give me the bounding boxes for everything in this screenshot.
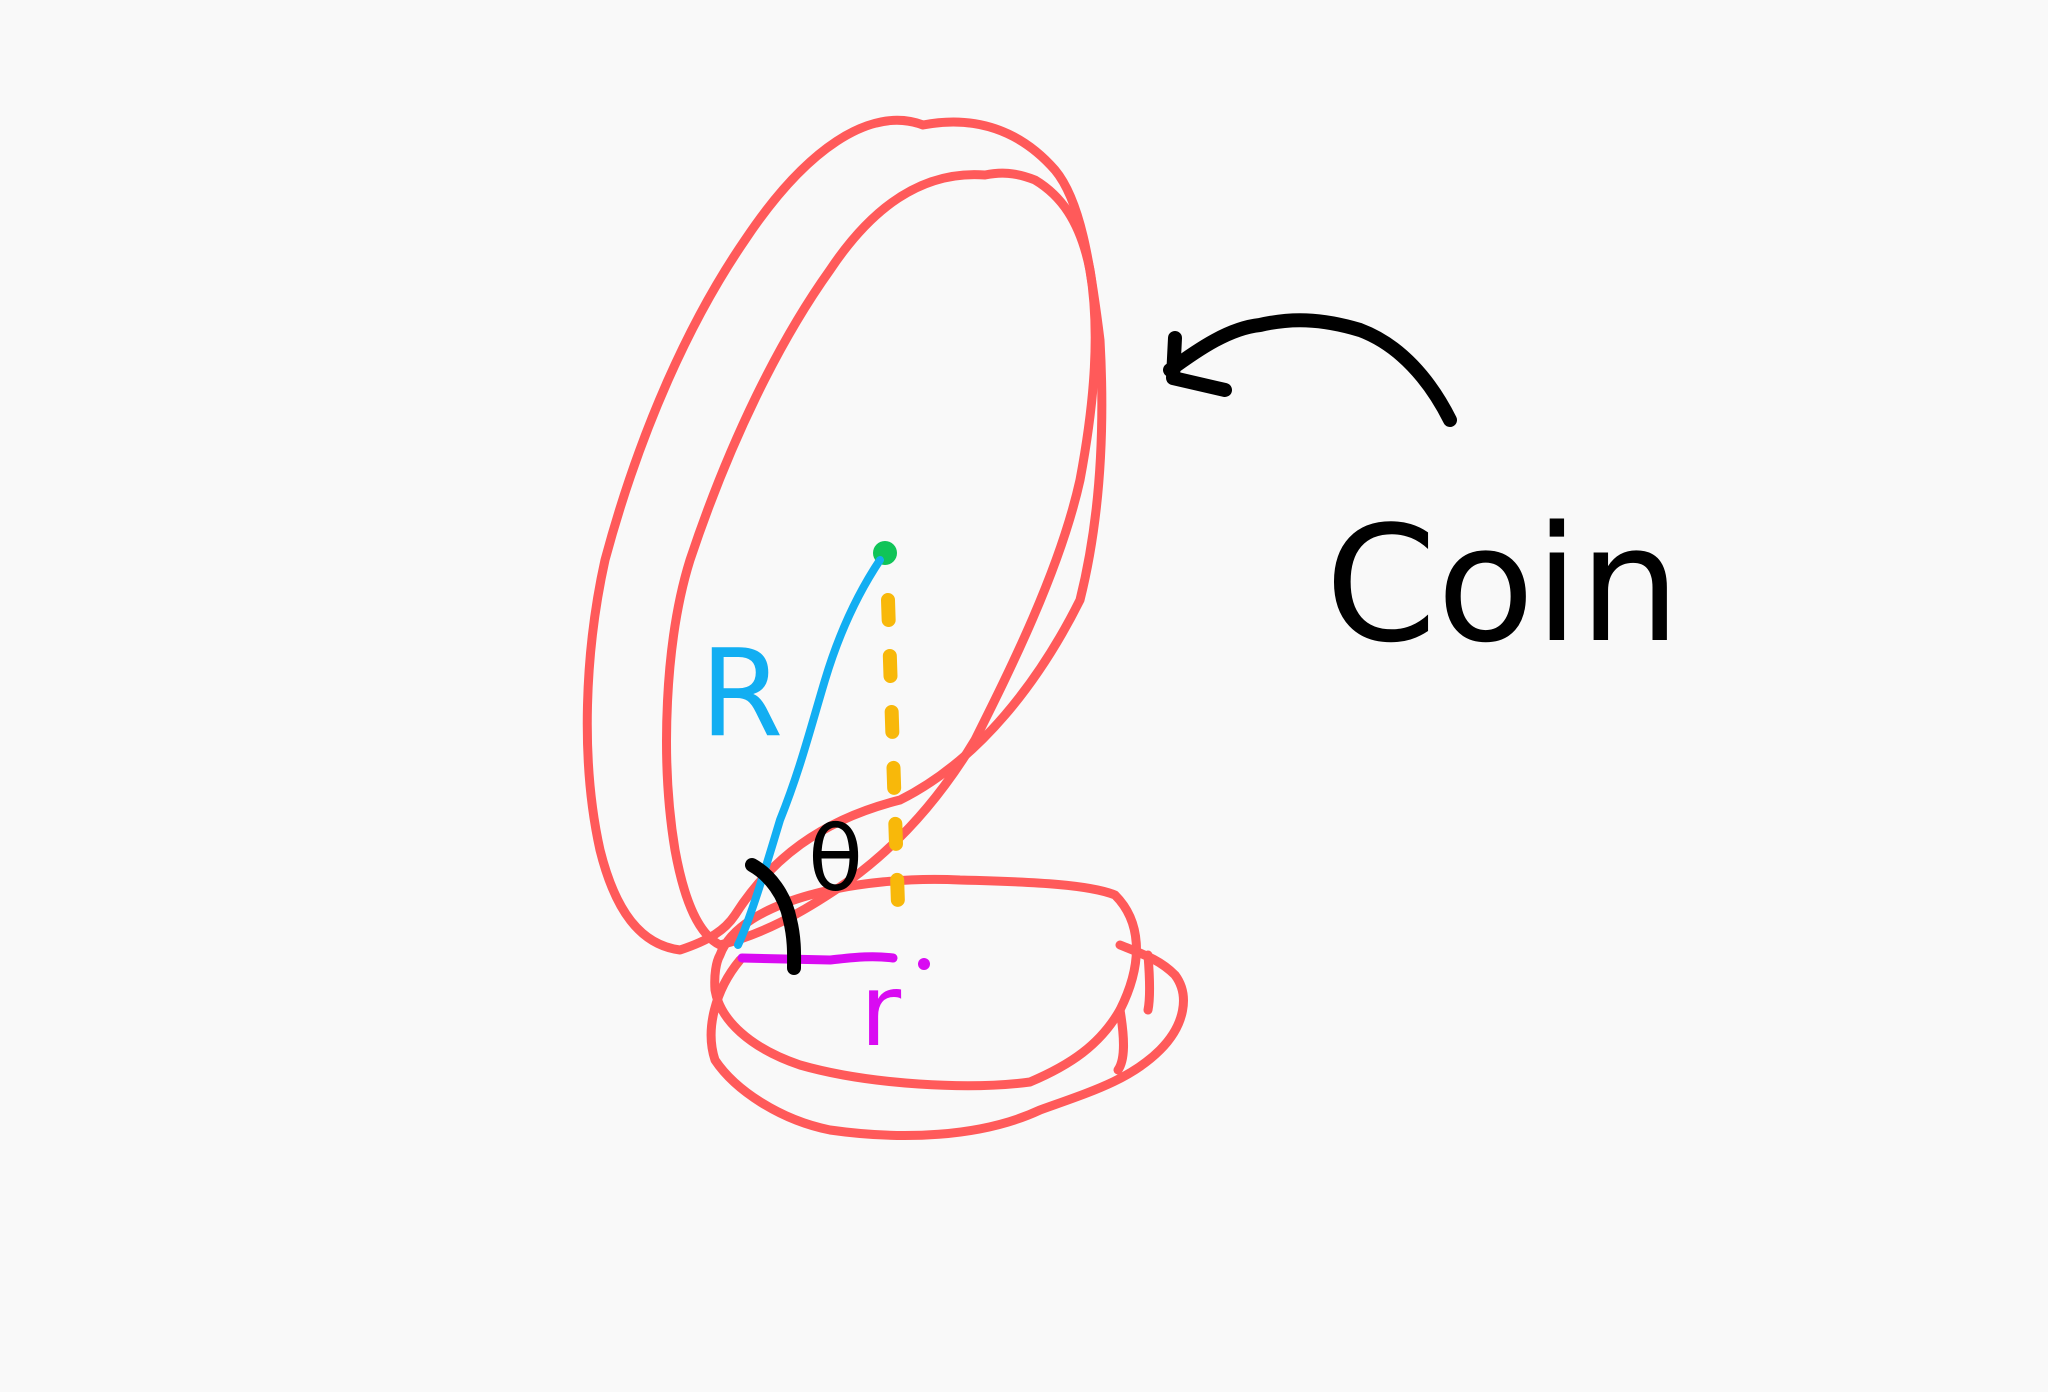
angle-arc xyxy=(745,858,802,975)
flat-coin-bottom-edge xyxy=(706,940,1188,1140)
coin-label: Coin xyxy=(1325,491,1680,678)
small-radius-end-dot xyxy=(918,958,930,970)
tilted-coin-front-face xyxy=(662,168,1100,950)
angle-label: θ xyxy=(808,807,863,912)
small-radius-label: r xyxy=(860,952,902,1069)
curved-arrow-icon xyxy=(1163,313,1457,427)
small-radius-line xyxy=(737,952,898,965)
big-radius-line xyxy=(734,556,884,949)
big-radius-label: R xyxy=(700,625,783,764)
height-dashed-line xyxy=(881,593,905,912)
flat-coin-rim xyxy=(1113,950,1154,1075)
flat-coin-top-face xyxy=(710,874,1141,1091)
